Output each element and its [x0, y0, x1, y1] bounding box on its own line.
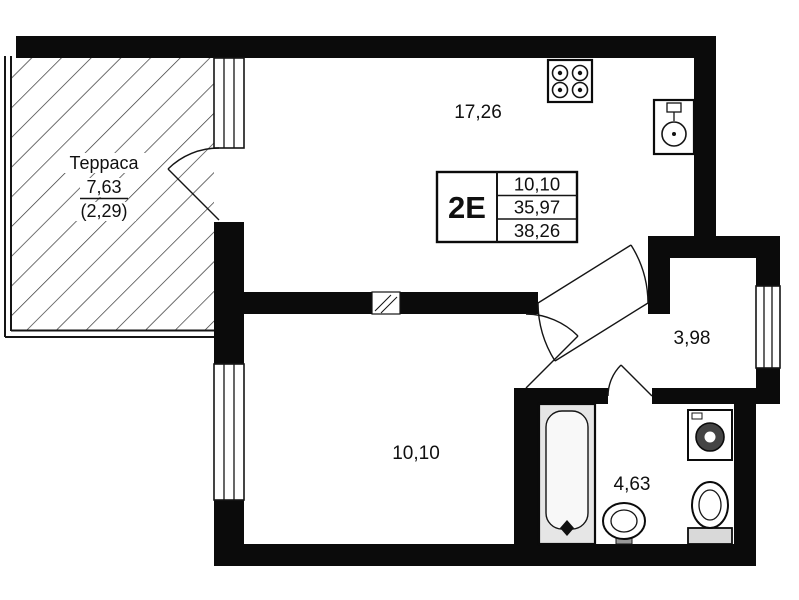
wall-bottom [214, 544, 756, 566]
bathroom-door [607, 364, 653, 397]
window-right [755, 285, 781, 369]
wall-bathroom-top-left [538, 388, 608, 404]
hall-area-label: 3,98 [674, 328, 711, 349]
wall-left-middle [214, 222, 244, 364]
wall-right-window-top [756, 258, 780, 286]
stamp-room-area-label: 10,10 [514, 174, 560, 195]
terrace-door [167, 147, 220, 221]
washing-machine-icon [687, 409, 733, 461]
window-left-upper [213, 57, 245, 149]
wall-top [16, 36, 716, 58]
hall-living-door [537, 244, 649, 362]
terrace-area-reduced-label: (2,29) [80, 201, 127, 221]
toilet-icon [687, 481, 733, 545]
unit-stamp: 2E 10,10 35,97 38,26 [435, 170, 579, 244]
terrace-border [4, 56, 214, 338]
terrace-name-label: Терраса [69, 153, 139, 173]
wall-hall-stub [648, 236, 670, 314]
vent-shaft [371, 291, 401, 315]
terrace: Терраса 7,63 (2,29) [4, 56, 214, 338]
wall-hall-top [648, 236, 780, 258]
bedroom-area-label: 10,10 [392, 443, 440, 464]
area-labels: 17,26 10,10 3,98 4,63 [392, 102, 710, 495]
stamp-divider-rows [497, 194, 577, 220]
doors [167, 147, 653, 397]
stove-icon [546, 58, 594, 104]
terrace-area-label: 7,63 [86, 177, 121, 197]
wall-right-lower [734, 388, 756, 566]
window-left-lower [213, 363, 245, 501]
stamp-living-area-label: 35,97 [514, 197, 560, 218]
kitchen-sink-icon [652, 98, 696, 156]
walls [16, 36, 780, 566]
bedroom-door [525, 313, 579, 389]
bathroom-sink-icon [602, 502, 646, 545]
stamp-total-area-label: 38,26 [514, 220, 560, 241]
wall-right-upper [694, 36, 716, 236]
bathroom-area-label: 4,63 [614, 474, 651, 495]
stamp-border [435, 170, 579, 244]
windows [213, 57, 781, 501]
wall-right-window-bottom [756, 368, 780, 404]
bathtub-icon [537, 402, 597, 546]
stamp-type-label: 2E [448, 190, 486, 225]
living-kitchen-area-label: 17,26 [454, 102, 502, 123]
wall-bathroom-left [514, 388, 538, 566]
